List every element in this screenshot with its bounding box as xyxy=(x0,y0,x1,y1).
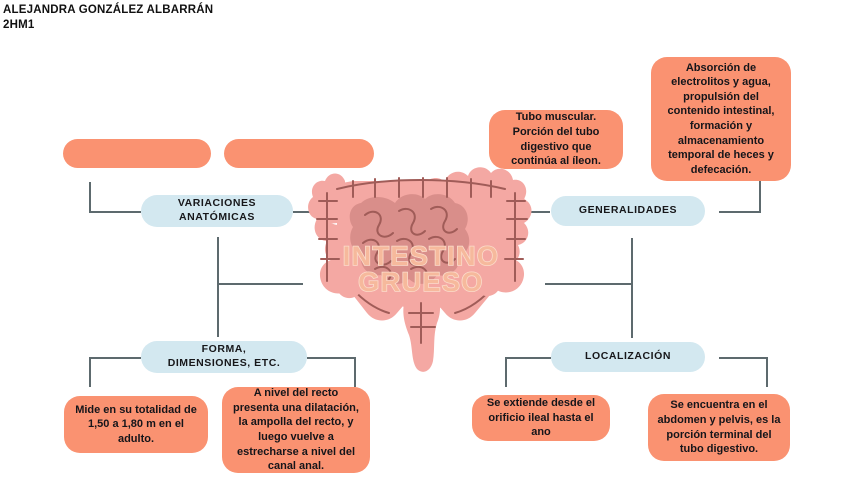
forma-note-2[interactable]: A nivel del recto presenta una dilatació… xyxy=(222,387,370,473)
author-group: 2HM1 xyxy=(3,18,35,31)
connector-localizacion-note1-horizontal xyxy=(505,357,551,359)
variaciones-note-2[interactable] xyxy=(224,139,374,168)
large-intestine-illustration xyxy=(305,163,537,381)
connector-generalidades-note2-vertical xyxy=(759,181,761,212)
branch-forma-dimensiones[interactable]: FORMA, DIMENSIONES, ETC. xyxy=(141,341,307,373)
connector-localizacion-note2-horizontal xyxy=(719,357,767,359)
connector-right-spine xyxy=(631,238,633,338)
generalidades-note-1[interactable]: Tubo muscular. Porción del tubo digestiv… xyxy=(489,110,623,169)
connector-right-spine-to-center xyxy=(545,283,632,285)
connector-localizacion-note2-vertical xyxy=(766,357,768,387)
branch-generalidades[interactable]: GENERALIDADES xyxy=(551,196,705,226)
connector-variaciones-note1-vertical xyxy=(89,182,91,212)
branch-localizacion[interactable]: LOCALIZACIÓN xyxy=(551,342,705,372)
forma-note-1[interactable]: Mide en su totalidad de 1,50 a 1,80 m en… xyxy=(64,396,208,453)
connector-left-spine-to-center xyxy=(217,283,303,285)
connector-forma-note1-horizontal xyxy=(89,357,141,359)
generalidades-note-2[interactable]: Absorción de electrolitos y agua, propul… xyxy=(651,57,791,181)
connector-forma-note2-horizontal xyxy=(307,357,355,359)
connector-forma-note2-vertical xyxy=(354,357,356,387)
connector-forma-note1-vertical xyxy=(89,357,91,387)
author-header: ALEJANDRA GONZÁLEZ ALBARRÁN 2HM1 xyxy=(3,3,213,32)
branch-variaciones-anatomicas[interactable]: VARIACIONES ANATÓMICAS xyxy=(141,195,293,227)
localizacion-note-2[interactable]: Se encuentra en el abdomen y pelvis, es … xyxy=(648,394,790,461)
localizacion-note-1[interactable]: Se extiende desde el orificio ileal hast… xyxy=(472,395,610,441)
connector-left-spine xyxy=(217,237,219,337)
connector-generalidades-note2-horizontal xyxy=(719,211,761,213)
connector-localizacion-note1-vertical xyxy=(505,357,507,387)
author-name: ALEJANDRA GONZÁLEZ ALBARRÁN xyxy=(3,4,214,16)
connector-variaciones-note1-horizontal xyxy=(89,211,141,213)
variaciones-note-1[interactable] xyxy=(63,139,211,168)
